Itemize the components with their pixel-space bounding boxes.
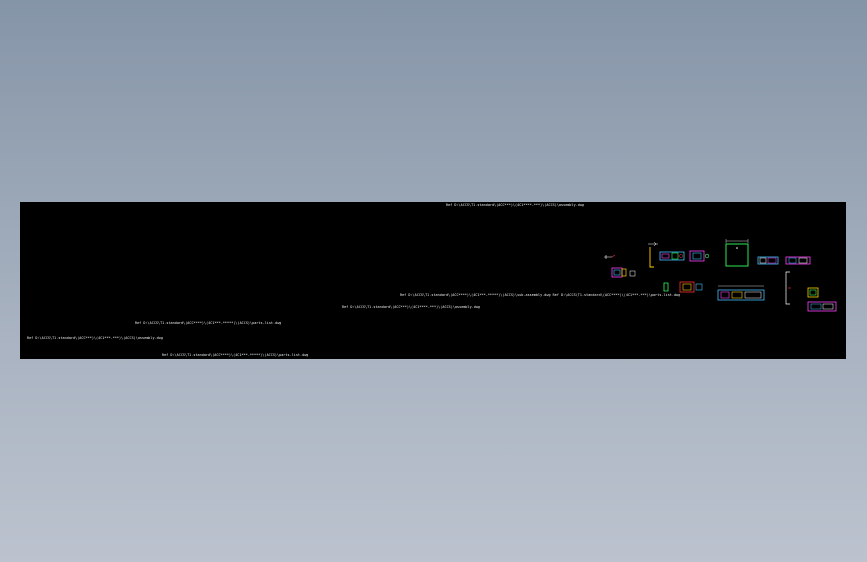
mechanism-parts-icon	[604, 239, 837, 312]
cad-model-space[interactable]: Ref D:\ACCS\T1.standard\(ACC***)\(4C1***…	[20, 202, 846, 359]
xref-label: Ref D:\ACCS\T1.standard\(ACC****)\(4C1**…	[162, 353, 309, 357]
xref-label: Ref D:\ACCS\T1.standard\(ACC***)\(4C1***…	[27, 336, 163, 340]
xref-label: Ref D:\ACCS\T1.standard\(ACC****)\(4C1**…	[135, 321, 282, 325]
xref-label: Ref D:\ACCS\T1.standard\(ACC****)\(4C1**…	[400, 293, 681, 297]
xref-label: Ref D:\ACCS\T1.standard\(ACC***)\(4C1***…	[342, 305, 481, 309]
xref-label: Ref D:\ACCS\T1.standard\(ACC***)\(4C1***…	[446, 203, 585, 207]
